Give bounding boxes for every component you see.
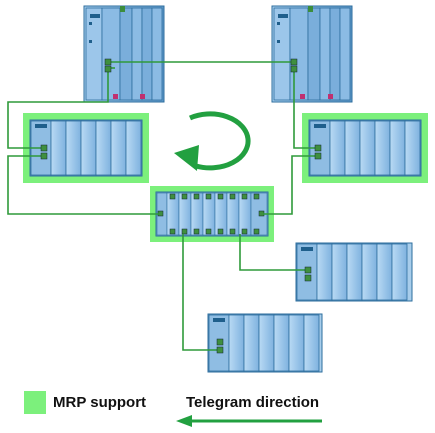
plc-top-left xyxy=(83,5,165,103)
network-links xyxy=(7,61,318,351)
mrp-support-label: MRP support xyxy=(53,394,147,411)
io-station-bottom xyxy=(207,313,323,373)
telegram-direction-arrow xyxy=(176,415,322,427)
mrp-support-swatch xyxy=(24,391,46,414)
io-station-left xyxy=(23,113,149,183)
switch-center xyxy=(150,186,274,242)
io-station-lower-right xyxy=(295,242,413,302)
plc-top-right xyxy=(271,5,353,103)
ring-direction-arrow xyxy=(174,111,251,171)
link-ports xyxy=(40,58,322,354)
telegram-direction-label: Telegram direction xyxy=(186,394,320,411)
